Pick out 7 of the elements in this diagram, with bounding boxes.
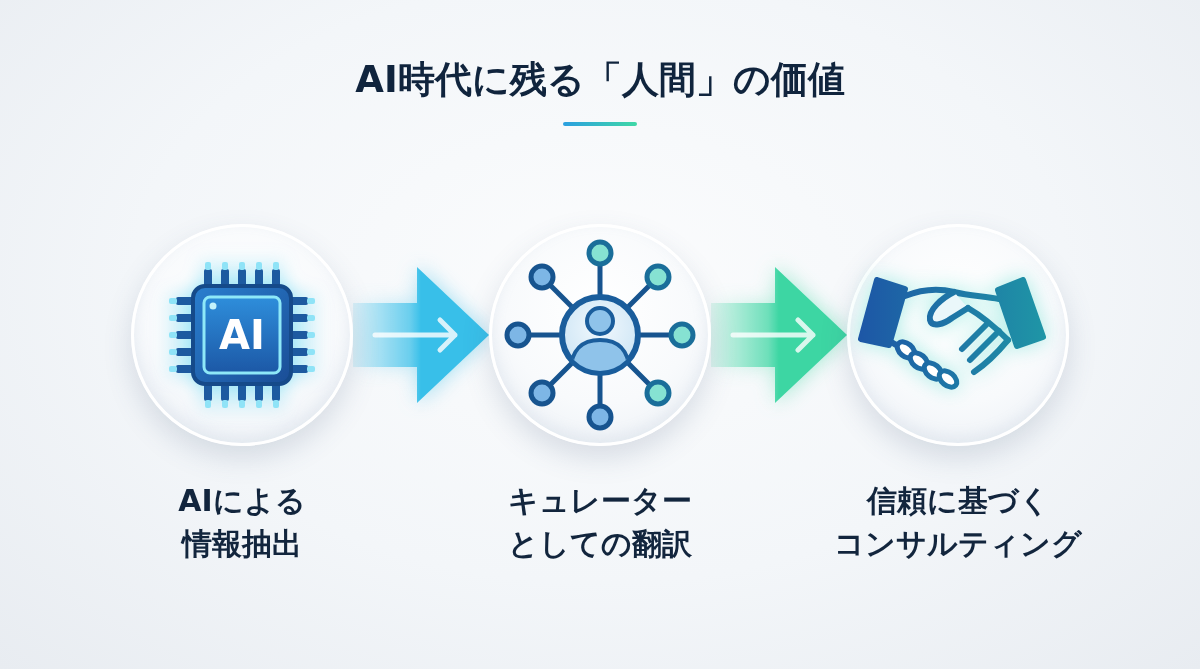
chip-text: AI bbox=[219, 313, 265, 357]
step-label: キュレーターとしての翻訳 bbox=[508, 482, 692, 563]
title: AI時代に残る「人間」の価値 bbox=[355, 57, 845, 103]
arrow bbox=[353, 267, 489, 403]
step-label: 信頼に基づくコンサルティング bbox=[834, 482, 1082, 563]
step-label: AIによる情報抽出 bbox=[178, 482, 306, 563]
arrow bbox=[711, 267, 847, 403]
